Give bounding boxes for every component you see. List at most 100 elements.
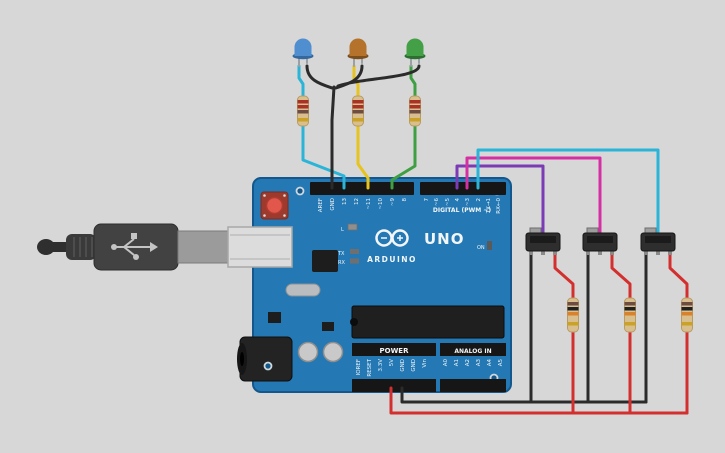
resistor-led-1[interactable] xyxy=(297,95,309,127)
analog-header-socket[interactable] xyxy=(440,379,506,392)
wire-orange-led-signal[interactable] xyxy=(356,122,370,190)
on-label: ON xyxy=(477,245,485,251)
pin-label-8: 8 xyxy=(402,198,408,202)
small-ic xyxy=(268,312,281,323)
wire-switch3-signal[interactable] xyxy=(476,148,660,236)
usb-cable[interactable] xyxy=(37,223,231,271)
resistor-band xyxy=(624,312,636,316)
led-orange[interactable] xyxy=(347,38,369,67)
wire-switch1-signal[interactable] xyxy=(455,164,545,236)
wire-gnd-rail[interactable] xyxy=(400,386,648,404)
resistor-band xyxy=(409,100,421,104)
arduino-uno-board[interactable]: DIGITAL (PWM ~) AREF GND 13 12 ~11 ~10 ~… xyxy=(227,177,512,393)
resistor-band xyxy=(567,302,579,306)
pin-label-6: ~6 xyxy=(434,198,440,207)
resistor-switch-3[interactable] xyxy=(681,297,693,333)
switch-slot xyxy=(645,236,671,243)
pin-label-a3: A3 xyxy=(476,359,482,367)
resistor-led-2[interactable] xyxy=(352,95,364,127)
pin-label-7: 7 xyxy=(424,198,430,202)
slide-switch-2[interactable] xyxy=(582,227,618,255)
resistor-band xyxy=(624,302,636,306)
wires-layer xyxy=(297,64,689,415)
resistor-band xyxy=(681,312,693,316)
pin-label-13: 13 xyxy=(342,198,348,205)
wire-switch3-resistor[interactable] xyxy=(668,250,689,300)
pin-label-a1: A1 xyxy=(454,359,460,366)
switch-pin xyxy=(586,249,590,255)
led-green[interactable] xyxy=(404,38,426,67)
switch-pin xyxy=(656,249,660,255)
pin-label-rx0: RX←0 xyxy=(496,198,502,214)
switch-slot xyxy=(530,236,556,243)
wire-5v-rail[interactable] xyxy=(389,386,689,415)
resistor-switch-1[interactable] xyxy=(567,297,579,333)
wire-blue-led-signal[interactable] xyxy=(301,122,346,190)
usb-plug-shield xyxy=(177,230,231,264)
led-dome xyxy=(294,38,312,56)
switch-pin xyxy=(598,249,602,255)
voltage-regulator xyxy=(312,250,338,272)
resistor-band xyxy=(681,302,693,306)
wire-blue-led-gnd[interactable] xyxy=(305,64,334,90)
digital-header-left[interactable] xyxy=(310,182,414,195)
resistor-switch-2[interactable] xyxy=(624,297,636,333)
led-blue[interactable] xyxy=(292,38,314,67)
resistor-band xyxy=(297,118,309,122)
switch-pin xyxy=(668,249,672,255)
resistor-band xyxy=(567,307,579,311)
wire-green-led-gnd[interactable] xyxy=(336,64,421,88)
on-led-indicator xyxy=(487,241,492,250)
pin-label-5: ~5 xyxy=(445,198,451,207)
pin-label-gnd2: GND xyxy=(411,359,417,372)
resistor-band xyxy=(567,322,579,326)
wire-green-led-signal[interactable] xyxy=(390,122,417,190)
resistor-band xyxy=(567,312,579,316)
wire-blue-led-signal-top[interactable] xyxy=(297,64,305,100)
rx-label: RX xyxy=(338,260,345,266)
resistor-band xyxy=(624,307,636,311)
tx-label: TX xyxy=(337,251,345,257)
barrel-jack xyxy=(237,336,293,382)
slide-switch-1[interactable] xyxy=(525,227,561,255)
pin-label-a4: A4 xyxy=(487,359,493,367)
usb-trident-icon xyxy=(111,233,158,260)
led-dome xyxy=(349,38,367,56)
wire-switch2-signal[interactable] xyxy=(465,156,602,236)
power-header-socket[interactable] xyxy=(352,379,436,392)
resistor-band xyxy=(352,100,364,104)
pin-label-reset: RESET xyxy=(367,358,373,376)
switch-slot xyxy=(587,236,613,243)
pin-label-5v: 5V xyxy=(389,359,395,366)
wire-switch2-resistor[interactable] xyxy=(610,250,632,300)
switch-pin xyxy=(610,249,614,255)
slide-switch-3[interactable] xyxy=(640,227,676,255)
pin-label-12: 12 xyxy=(354,198,360,205)
pin-label-3: ~3 xyxy=(465,198,471,207)
resistor-led-3[interactable] xyxy=(409,95,421,127)
switch-pin xyxy=(541,249,545,255)
resistor-band xyxy=(352,110,364,114)
wire-gnd-trunk[interactable] xyxy=(330,85,336,190)
brand-label: ARDUINO xyxy=(367,255,417,264)
resistor-band xyxy=(297,105,309,109)
usb-socket xyxy=(227,226,293,268)
pin-label-10: ~10 xyxy=(378,198,384,210)
resistor-band xyxy=(297,100,309,104)
pin-label-ioref: IOREF xyxy=(356,359,362,375)
wire-switch1-resistor[interactable] xyxy=(553,250,575,300)
switch-pin xyxy=(529,249,533,255)
pin-label-a0: A0 xyxy=(443,359,449,367)
resistor-band xyxy=(409,110,421,114)
digital-header-right[interactable] xyxy=(420,182,506,195)
resistor-band xyxy=(681,307,693,311)
arduino-logo-icon xyxy=(375,229,409,247)
reset-button[interactable] xyxy=(260,191,289,220)
resistor-band xyxy=(352,105,364,109)
pin-label-aref: AREF xyxy=(318,198,324,212)
analog-strip xyxy=(440,343,506,356)
power-header-label: POWER xyxy=(380,347,410,355)
resistor-band xyxy=(681,322,693,326)
switch-pin xyxy=(553,249,557,255)
